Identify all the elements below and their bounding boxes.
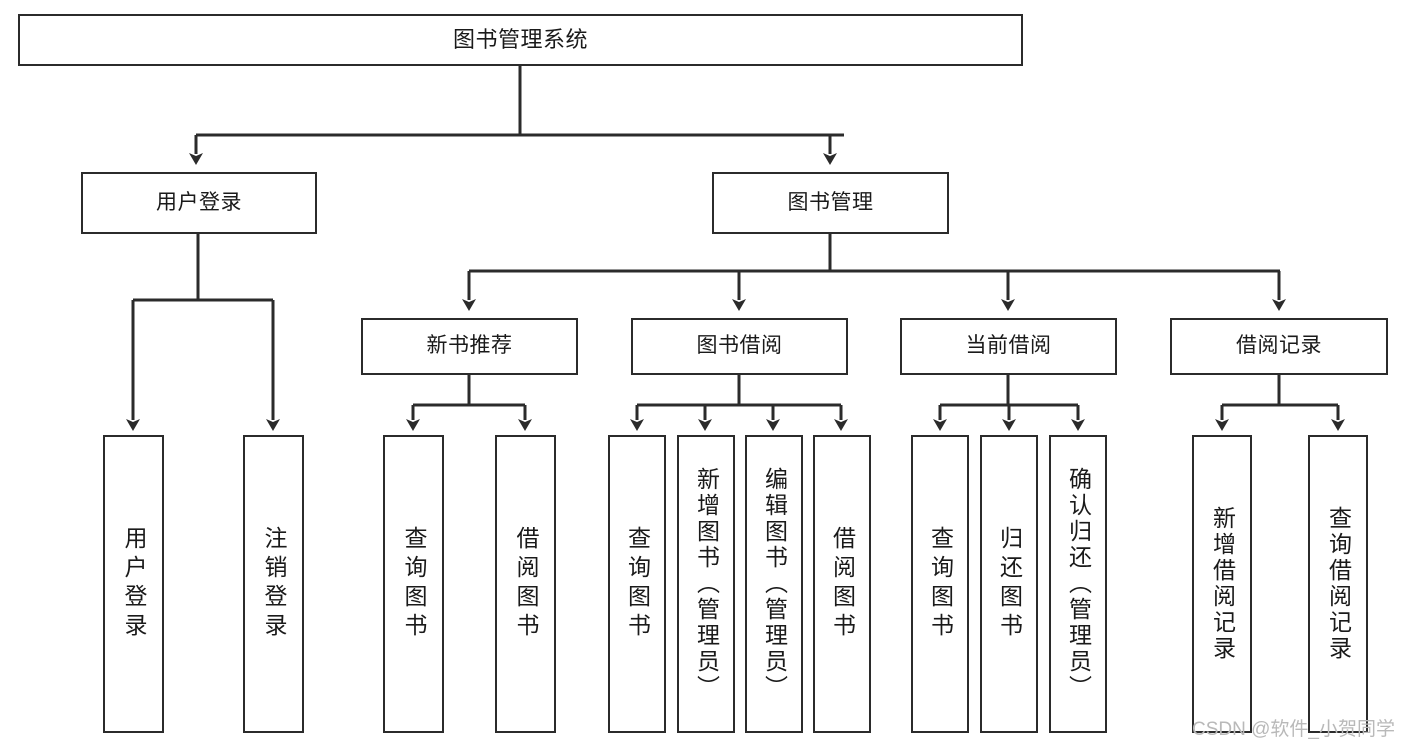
node-borrow-record-label: 借阅记录 <box>1236 334 1322 358</box>
leaf-label: 确认归还（管理员） <box>1065 467 1092 701</box>
leaf-label: 查询图书 <box>624 526 651 642</box>
leaf-label: 编辑图书（管理员） <box>761 467 788 701</box>
node-new-book-recommend-label: 新书推荐 <box>426 334 513 358</box>
leaf-label: 查询图书 <box>401 526 427 642</box>
leaf-current-borrow-return[interactable]: 归还图书 <box>980 435 1038 733</box>
node-root[interactable]: 图书管理系统 <box>18 14 1023 66</box>
leaf-label: 用户登录 <box>121 526 147 642</box>
node-user-login-label: 用户登录 <box>156 190 242 214</box>
node-user-login[interactable]: 用户登录 <box>81 172 317 234</box>
leaf-label: 归还图书 <box>996 526 1023 642</box>
leaf-label: 借阅图书 <box>829 526 856 642</box>
node-borrow-record[interactable]: 借阅记录 <box>1170 318 1388 375</box>
leaf-current-borrow-query[interactable]: 查询图书 <box>911 435 969 733</box>
node-book-borrow[interactable]: 图书借阅 <box>631 318 848 375</box>
leaf-book-borrow-edit[interactable]: 编辑图书（管理员） <box>745 435 803 733</box>
node-current-borrow[interactable]: 当前借阅 <box>900 318 1117 375</box>
leaf-label: 查询图书 <box>927 526 954 642</box>
node-book-borrow-label: 图书借阅 <box>696 334 783 358</box>
leaf-label: 查询借阅记录 <box>1325 506 1352 662</box>
leaf-user-login-signin[interactable]: 用户登录 <box>103 435 164 733</box>
leaf-label: 注销登录 <box>261 526 287 642</box>
leaf-borrow-record-add[interactable]: 新增借阅记录 <box>1192 435 1252 733</box>
leaf-new-book-borrow[interactable]: 借阅图书 <box>495 435 556 733</box>
node-book-management-label: 图书管理 <box>787 190 874 214</box>
node-new-book-recommend[interactable]: 新书推荐 <box>361 318 578 375</box>
node-root-label: 图书管理系统 <box>452 27 588 53</box>
leaf-book-borrow-lend[interactable]: 借阅图书 <box>813 435 871 733</box>
leaf-book-borrow-add[interactable]: 新增图书（管理员） <box>677 435 735 733</box>
node-book-management[interactable]: 图书管理 <box>712 172 949 234</box>
leaf-borrow-record-query[interactable]: 查询借阅记录 <box>1308 435 1368 733</box>
leaf-new-book-query[interactable]: 查询图书 <box>383 435 444 733</box>
leaf-user-login-signout[interactable]: 注销登录 <box>243 435 304 733</box>
leaf-label: 新增图书（管理员） <box>693 467 720 701</box>
leaf-book-borrow-query[interactable]: 查询图书 <box>608 435 666 733</box>
leaf-label: 借阅图书 <box>513 526 539 642</box>
node-current-borrow-label: 当前借阅 <box>965 334 1052 358</box>
leaf-label: 新增借阅记录 <box>1209 506 1236 662</box>
leaf-current-borrow-confirm[interactable]: 确认归还（管理员） <box>1049 435 1107 733</box>
